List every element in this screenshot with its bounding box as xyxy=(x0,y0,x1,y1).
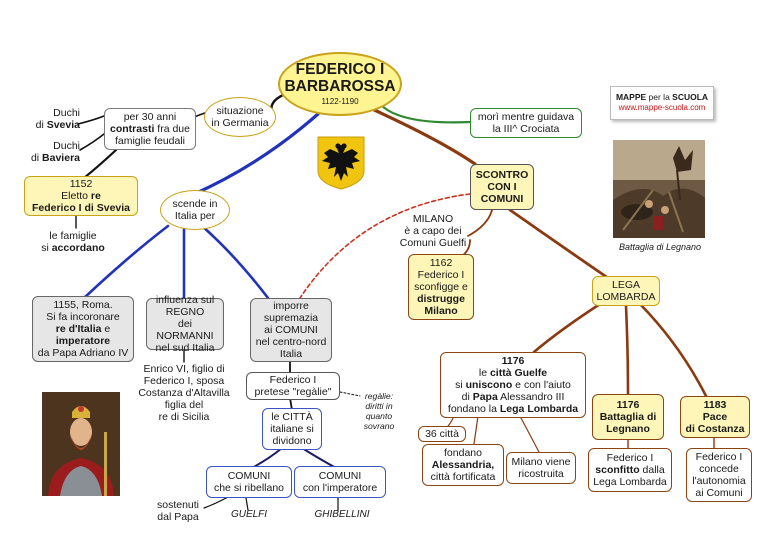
fondano-alessandria: fondano Alessandria, città fortificata xyxy=(422,444,504,486)
link-scende-supremazia xyxy=(200,224,270,300)
famiglie-accordano: le famiglie si accordano xyxy=(41,229,105,254)
battaglia-caption: Battaglia di Legnano xyxy=(618,241,702,252)
title-dates: 1122-1190 xyxy=(321,96,359,106)
lega-lombarda: LEGA LOMBARDA xyxy=(592,276,660,306)
battaglia-legnano-image xyxy=(613,140,705,238)
link-title-mori xyxy=(378,102,472,124)
pretese-regalie: Federico I pretese "regàlie" xyxy=(246,372,340,400)
milano-comuni-guelfi: MILANO è a capo dei Comuni Guelfi xyxy=(399,212,467,250)
link-contrasti-svevia xyxy=(77,115,105,125)
link-1176-alessandria xyxy=(473,415,479,445)
citta-36: 36 città xyxy=(418,426,466,442)
title-line1: FEDERICO I xyxy=(295,61,385,79)
link-ribellano-guelfi xyxy=(245,497,249,511)
concede-autonomia: Federico I concede l'autonomia ai Comuni xyxy=(686,448,752,502)
eagle-coat-of-arms-icon xyxy=(317,136,365,190)
guelfi-label: GUELFI xyxy=(230,509,268,521)
contrasti-famiglie: per 30 anni contrasti fra due famiglie f… xyxy=(104,108,196,150)
link-citta-ribellano xyxy=(251,447,283,469)
link-1176-ricostruita xyxy=(519,415,541,455)
duchi-baviera: Duchi di Baviera xyxy=(30,139,80,164)
link-lega-legnano xyxy=(624,304,630,398)
comuni-ribellano: COMUNI che si ribellano xyxy=(206,466,292,498)
influenza-normanni: influenza sul REGNO dei NORMANNI nel sud… xyxy=(146,294,224,354)
link-lega-1176 xyxy=(532,302,602,354)
battaglia-legnano-1176: 1176 Battaglia di Legnano xyxy=(592,394,664,440)
title-line2: BARBAROSSA xyxy=(284,77,396,95)
ghibellini-label: GHIBELLINI xyxy=(314,509,370,521)
link-lega-costanza xyxy=(638,302,708,398)
link-contrasti-eletto xyxy=(82,148,118,180)
barbarossa-portrait-image xyxy=(42,392,120,496)
lega-1176: 1176 le città Guelfe si uniscono e con l… xyxy=(440,352,586,418)
milano-ricostruita: Milano viene ricostruita xyxy=(506,452,576,484)
mori-crociata: morì mentre guidava la III^ Crociata xyxy=(470,108,582,138)
link-title-scende xyxy=(190,112,320,197)
link-citta-imperatore xyxy=(301,447,337,469)
scontro-comuni: SCONTRO CON I COMUNI xyxy=(470,164,534,210)
comuni-imperatore: COMUNI con l'imperatore xyxy=(294,466,386,498)
supremazia-comuni: imporre supremazia ai COMUNI nel centro-… xyxy=(250,298,332,362)
brand-url: www.mappe-scuola.com xyxy=(618,103,706,113)
link-title-scontro xyxy=(368,106,477,166)
title-federico-barbarossa: FEDERICO I BARBAROSSA 1122-1190 xyxy=(278,52,402,116)
link-regalie-note xyxy=(339,391,361,397)
sconfitto-lega: Federico I sconfitto dalla Lega Lombarda xyxy=(588,448,672,492)
incoronazione-roma: 1155, Roma. Si fa incoronare re d'Italia… xyxy=(32,296,134,362)
brand-box: MAPPE per la SCUOLA www.mappe-scuola.com xyxy=(610,86,714,120)
duchi-svevia: Duchi di Svevia xyxy=(35,106,80,131)
situazione-germania: situazione in Germania xyxy=(204,97,276,137)
sostenuti-papa: sostenuti dal Papa xyxy=(156,498,200,523)
link-contrasti-baviera xyxy=(79,133,105,151)
pace-costanza-1183: 1183 Pace di Costanza xyxy=(680,396,750,438)
link-ribellano-sostenuti xyxy=(203,496,229,509)
eletto-1152: 1152 Eletto re Federico I di Svevia xyxy=(24,176,138,216)
scende-italia: scende in Italia per xyxy=(160,190,230,230)
brand-name: MAPPE per la SCUOLA xyxy=(615,92,709,103)
link-scontro-milano xyxy=(467,209,493,237)
link-scende-roma xyxy=(82,224,170,300)
enrico-vi-costanza: Enrico VI, figlio di Federico I, sposa C… xyxy=(138,362,230,424)
citta-si-dividono: le CITTÀ italiane si dividono xyxy=(262,408,322,450)
link-scontro-lega xyxy=(508,208,610,280)
distrugge-milano-1162: 1162 Federico I sconfigge e distrugge Mi… xyxy=(408,254,474,320)
regalie-nota: regàlie: diritti in quanto sovrano xyxy=(363,391,395,431)
